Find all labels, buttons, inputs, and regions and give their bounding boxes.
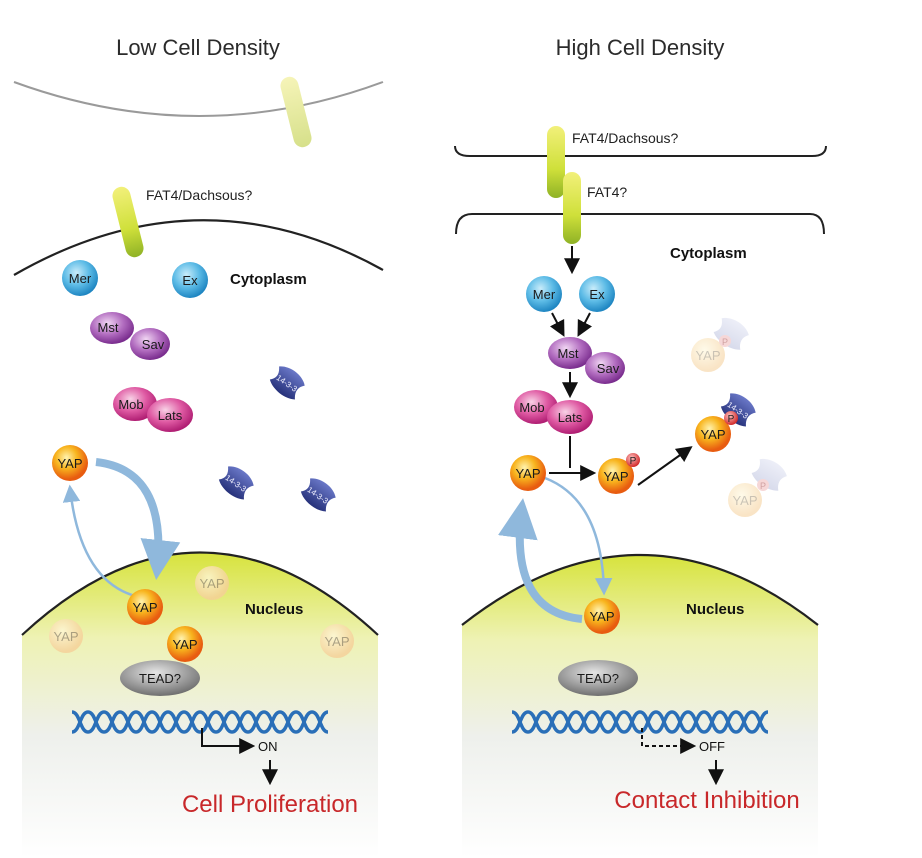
left-mob-label: Mob xyxy=(118,397,143,412)
right-ex-label: Ex xyxy=(589,287,605,302)
right-phospho-badge xyxy=(724,411,738,425)
right-arrow-mer-mst xyxy=(549,312,565,337)
right-cytoplasm-label: Cytoplasm xyxy=(670,245,747,262)
left-14-3-3-protein: 14-3-3 xyxy=(300,478,336,512)
right-nucleus xyxy=(462,555,818,858)
left-yap-faint-label: YAP xyxy=(324,634,349,649)
left-yap-faint-label: YAP xyxy=(199,576,224,591)
left-mer-label: Mer xyxy=(69,271,92,286)
right-tead xyxy=(558,660,638,696)
right-ex-node xyxy=(579,276,615,312)
right-title: High Cell Density xyxy=(556,35,725,60)
left-14-3-3-protein: 14-3-3 xyxy=(218,466,254,500)
right-outcome: Contact Inhibition xyxy=(614,787,799,814)
left-tead xyxy=(120,660,200,696)
left-import-arrow xyxy=(95,458,181,580)
left-yap-faint-label: YAP xyxy=(53,629,78,644)
right-phospho-faint-label: P xyxy=(760,481,766,491)
right-lats-node xyxy=(547,400,593,434)
right-mob-label: Mob xyxy=(519,400,544,415)
left-sav-node xyxy=(130,328,170,360)
right-nuclear-membrane xyxy=(461,554,819,626)
right-phospho-badge-label: P xyxy=(630,456,637,467)
left-nucleus-label: Nucleus xyxy=(245,601,303,618)
right-dna xyxy=(511,710,769,734)
left-nuclear-membrane xyxy=(21,551,379,636)
right-yap-phospho xyxy=(598,458,634,494)
right-tead-label: TEAD? xyxy=(577,671,619,686)
left-receptor-label: FAT4/Dachsous? xyxy=(146,187,253,203)
left-on-label: ON xyxy=(258,739,278,754)
right-off-arrow xyxy=(641,728,697,754)
left-receptor xyxy=(112,186,144,258)
right-phospho-faint-label: P xyxy=(722,337,728,347)
left-sav-label: Sav xyxy=(142,337,165,352)
right-yap-nuclear-label: YAP xyxy=(589,609,614,624)
right-sav-label: Sav xyxy=(597,361,620,376)
left-yap-label: YAP xyxy=(172,637,197,652)
right-phospho-badge xyxy=(626,453,640,467)
left-cytoplasm-label: Cytoplasm xyxy=(230,271,307,288)
left-ex-label: Ex xyxy=(182,273,198,288)
left-lats-node xyxy=(147,398,193,432)
right-yap-nuclear xyxy=(584,598,620,634)
left-dna xyxy=(71,710,329,734)
left-ex-node xyxy=(172,262,208,298)
right-receptor-bottom xyxy=(563,172,581,244)
right-faint-complex: YAP P xyxy=(728,458,787,517)
left-yap-faint xyxy=(320,624,354,658)
right-import-arrow xyxy=(544,476,613,596)
left-title: Low Cell Density xyxy=(116,35,280,60)
right-mob-node xyxy=(514,390,558,424)
right-arrow-to-complex xyxy=(637,446,693,486)
right-receptor-label-bottom: FAT4? xyxy=(587,184,627,200)
right-mst-node xyxy=(548,337,592,369)
right-sav-node xyxy=(585,352,625,384)
left-lats-label: Lats xyxy=(158,408,183,423)
right-yap-complex xyxy=(695,416,731,452)
left-on-arrow xyxy=(201,728,256,754)
right-yap-complex-label: YAP xyxy=(700,427,725,442)
right-yap-cytoplasm xyxy=(510,455,546,491)
left-faint-receptor xyxy=(280,76,312,148)
right-receptor-top xyxy=(547,126,565,198)
right-yap-label: YAP xyxy=(515,466,540,481)
right-mer-node xyxy=(526,276,562,312)
right-nucleus-label: Nucleus xyxy=(686,601,744,618)
right-lats-label: Lats xyxy=(558,410,583,425)
left-mer-node xyxy=(62,260,98,296)
left-yap-faint xyxy=(49,619,83,653)
left-nucleus xyxy=(22,552,378,858)
left-yap-nuclear xyxy=(127,589,163,625)
left-yap-label: YAP xyxy=(57,456,82,471)
left-tead-label: TEAD? xyxy=(139,671,181,686)
right-yap-phospho-label: YAP xyxy=(603,469,628,484)
right-phospho-badge-label: P xyxy=(728,414,735,425)
left-export-arrow xyxy=(62,484,136,598)
right-cell-membrane xyxy=(455,213,825,235)
right-mer-label: Mer xyxy=(533,287,556,302)
right-arrow-ex-mst xyxy=(577,312,593,337)
right-faint-complex: YAP P xyxy=(691,317,749,372)
right-receptor-label-top: FAT4/Dachsous? xyxy=(572,130,679,146)
left-mst-label: Mst xyxy=(98,320,119,335)
left-14-3-3-protein: 14-3-3 xyxy=(269,366,305,400)
left-cell-membrane xyxy=(13,219,384,276)
right-off-label: OFF xyxy=(699,739,725,754)
left-yap-faint xyxy=(195,566,229,600)
left-mst-node xyxy=(90,312,134,344)
right-export-arrow xyxy=(497,498,583,623)
left-mob-node xyxy=(113,387,157,421)
right-neighbor-membrane xyxy=(454,145,827,157)
right-yap-faint-label: YAP xyxy=(732,493,757,508)
left-outcome: Cell Proliferation xyxy=(182,791,358,818)
right-mst-label: Mst xyxy=(558,346,579,361)
left-neighbor-membrane xyxy=(13,81,384,117)
left-yap-label: YAP xyxy=(132,600,157,615)
left-yap-bound xyxy=(167,626,203,662)
left-yap-cytoplasm xyxy=(52,445,88,481)
right-yap-faint-label: YAP xyxy=(695,348,720,363)
